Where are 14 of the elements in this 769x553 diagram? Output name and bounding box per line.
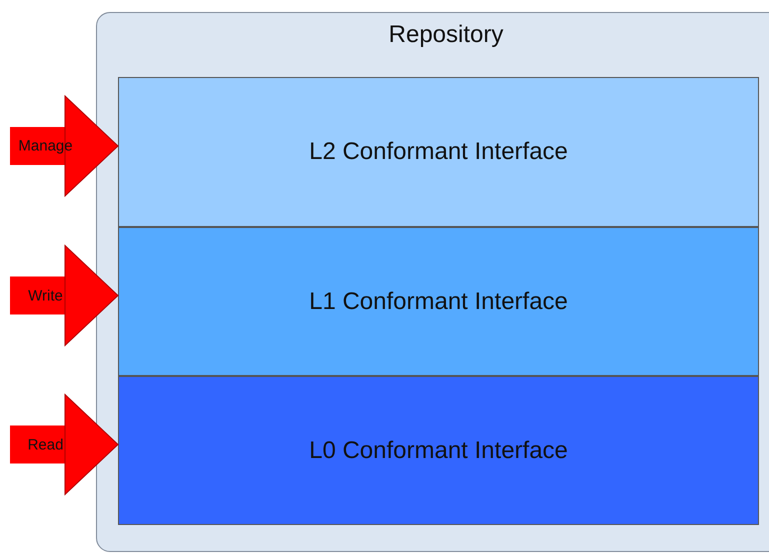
edge-label: Manage [18, 138, 73, 154]
layer-band [118, 77, 759, 227]
layer-band [118, 376, 759, 525]
layer-band [118, 227, 759, 376]
layer-label: L1 Conformant Interface [308, 288, 569, 316]
block-arrow [10, 394, 118, 495]
layer-label: L0 Conformant Interface [308, 436, 569, 464]
edge-label: Write [28, 287, 63, 304]
edge-label: Read [28, 436, 64, 453]
layer-label: L2 Conformant Interface [308, 138, 569, 166]
block-arrow [10, 245, 118, 346]
container-box [96, 12, 769, 552]
block-arrow [10, 96, 118, 196]
container-title: Repository [388, 21, 504, 49]
